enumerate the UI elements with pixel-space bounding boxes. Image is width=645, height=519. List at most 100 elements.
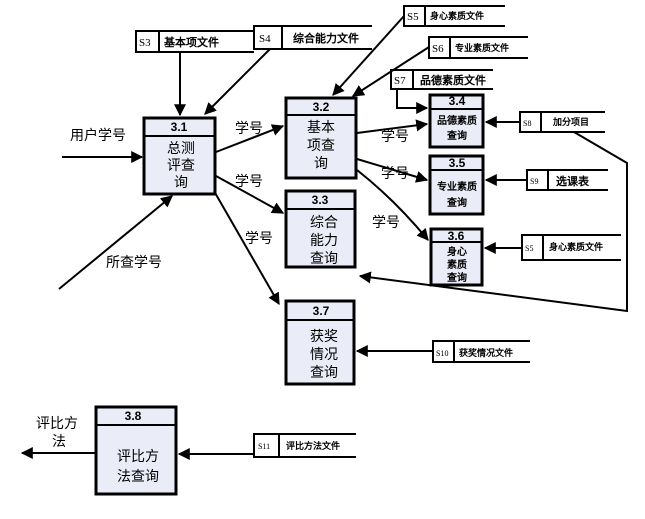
process-label-line: 素质: [447, 258, 467, 271]
store-s10: S10 获奖情况文件: [432, 340, 530, 363]
process-number: 3.6: [448, 229, 465, 243]
process-number: 3.3: [312, 193, 329, 207]
process-label-line: 法查询: [117, 469, 159, 485]
process-label-line: 查询: [310, 365, 338, 381]
process-label-line: 总测: [167, 141, 195, 157]
process-label-line: 询: [314, 156, 328, 172]
store-outline: [390, 69, 493, 90]
store-label: 品德素质文件: [420, 73, 486, 87]
flow-label-student-no: 学号: [381, 166, 409, 182]
process-label-line: 查询: [446, 271, 467, 284]
process-box: [284, 189, 357, 269]
flow-s5-to-3-2-arrow: [332, 15, 405, 96]
process-label-line: 专业素质: [437, 180, 477, 193]
process-box: [428, 154, 485, 216]
process-label-line: 查询: [310, 251, 338, 267]
store-id: S3: [139, 37, 151, 49]
store-outline: [253, 25, 372, 50]
flow-s6-to-3-2-arrow: [351, 46, 430, 97]
store-s9: S9 选课表: [526, 169, 608, 191]
flow-label-student-no: 学号: [235, 121, 263, 137]
flow-to-3-7-arrow: [213, 190, 280, 306]
store-label: 评比方法文件: [286, 440, 340, 452]
flow-to-3-6-arrow: [356, 169, 429, 241]
store-outline: [135, 30, 254, 53]
store-label: 获奖情况文件: [459, 347, 513, 359]
store-label: 专业素质文件: [455, 42, 509, 54]
store-id: S5: [525, 244, 533, 253]
flow-label-user-id: 用户学号: [70, 127, 126, 144]
process-label-line: 身心: [447, 245, 467, 258]
store-id: S5: [407, 11, 419, 23]
flow-label-student-no: 学号: [372, 215, 400, 231]
flow-to-3-3-arrow: [215, 175, 285, 214]
process-box: [429, 227, 484, 287]
process-box: [428, 93, 485, 149]
store-s4: S4 综合能力文件: [253, 25, 372, 50]
flow-arrows: [20, 15, 628, 460]
store-id: S11: [258, 442, 270, 451]
store-outline: [253, 433, 356, 458]
process-3-5: 3.5 专业素质 查询: [428, 154, 485, 216]
store-id: S6: [432, 43, 444, 55]
store-id: S7: [394, 75, 406, 87]
process-label-line: 评查: [167, 158, 195, 174]
process-label-line: 评比方: [117, 449, 159, 465]
flow-to-3-5-arrow: [356, 158, 429, 183]
flow-s7-arrow: [396, 89, 429, 114]
process-label-line: 能力: [310, 233, 338, 249]
process-3-2: 3.2 基本 项查 询: [284, 96, 358, 180]
process-label-line: 项查: [307, 138, 335, 154]
process-label-line: 询: [174, 175, 188, 191]
process-label-line: 品德素质: [437, 114, 477, 127]
process-box: [284, 96, 358, 180]
process-3-3: 3.3 综合 能力 查询: [284, 189, 357, 269]
store-label: 身心素质文件: [430, 10, 484, 22]
process-number: 3.5: [449, 156, 466, 170]
process-box: [142, 116, 217, 196]
process-number: 3.4: [449, 94, 466, 108]
flow-label-student-no: 学号: [245, 231, 273, 247]
process-label-line: 查询: [446, 129, 467, 142]
store-label: 基本项文件: [163, 35, 219, 49]
process-label-line: 情况: [310, 347, 338, 363]
flow-feedback-to-3-3-arrow: [358, 131, 628, 313]
flow-to-3-4-arrow: [356, 119, 429, 134]
process-number: 3.8: [125, 409, 142, 423]
flow-label-query-id: 所查学号: [106, 255, 162, 271]
process-3-1: 3.1 总测 评查 询: [142, 116, 217, 196]
flow-to-3-2-arrow: [215, 124, 285, 153]
store-id: S9: [530, 177, 538, 186]
store-s11: S11 评比方法文件: [253, 433, 356, 458]
store-id: S8: [523, 119, 531, 128]
process-number: 3.7: [313, 304, 330, 318]
store-label: 综合能力文件: [293, 31, 359, 45]
process-box: [94, 405, 178, 496]
flow-label-student-no: 学号: [381, 129, 409, 145]
process-label-line: 基本: [307, 119, 335, 136]
process-label-line: 查询: [446, 196, 467, 209]
store-id: S4: [259, 33, 271, 45]
process-3-6: 3.6 身心 素质 查询: [429, 227, 484, 287]
process-3-7: 3.7 获奖 情况 查询: [284, 299, 356, 386]
process-number: 3.1: [171, 120, 188, 134]
flow-label-rating-output: 法: [52, 434, 66, 450]
flow-s4-arrow: [204, 48, 271, 115]
flow-label-rating-output: 评比方: [36, 416, 78, 432]
store-label: 加分项目: [552, 116, 589, 128]
process-number: 3.2: [313, 100, 330, 114]
process-3-8: 3.8 评比方 法查询: [94, 405, 178, 496]
store-s5-top: S5 身心素质文件: [403, 5, 505, 27]
store-s5-bottom: S5 身心素质文件: [521, 234, 621, 261]
flow-label-student-no: 学号: [235, 174, 263, 190]
store-label: 身心素质文件: [549, 241, 603, 253]
store-s8: S8 加分项目: [519, 111, 605, 133]
flow-query-id-arrow: [58, 195, 173, 290]
process-3-4: 3.4 品德素质 查询: [428, 93, 485, 149]
process-box: [284, 299, 356, 386]
store-id: S10: [436, 349, 448, 358]
store-s6: S6 专业素质文件: [428, 36, 528, 59]
process-label-line: 获奖: [310, 328, 338, 345]
store-s3: S3 基本项文件: [135, 30, 254, 53]
process-label-line: 综合: [310, 215, 338, 231]
